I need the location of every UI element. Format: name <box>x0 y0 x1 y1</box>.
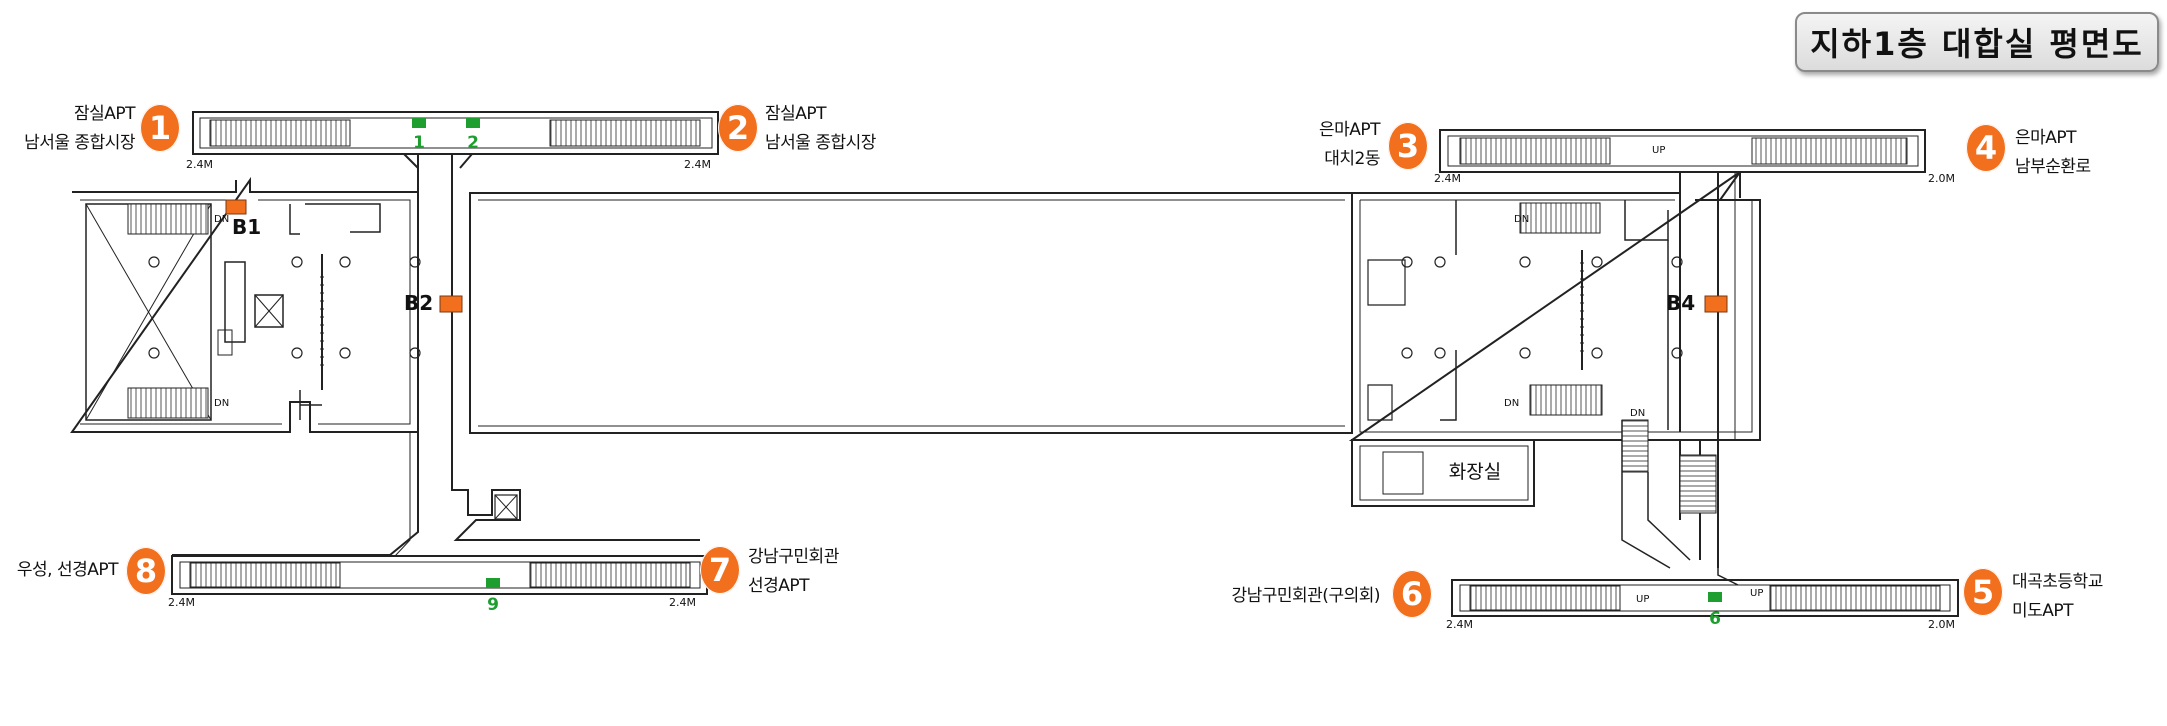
plan-title: 지하1층 대합실 평면도 <box>1795 12 2159 72</box>
exit-3-4-corridor <box>1439 129 1926 173</box>
gate-label-1: 1 <box>413 133 425 153</box>
gate-marker-6 <box>1708 592 1722 602</box>
booth-b1-label: B1 <box>232 215 261 239</box>
gate-marker-9 <box>486 578 500 588</box>
exit-2-badge: 2 <box>718 104 758 152</box>
stair-dn-5: DN <box>1630 408 1645 419</box>
booth-b4-marker <box>1704 295 1728 313</box>
width-exit-8: 2.4M <box>168 596 195 609</box>
stair-up-2: UP <box>1636 594 1649 605</box>
gate-markers <box>412 118 1722 602</box>
exit-7-badge: 7 <box>700 546 740 594</box>
booth-b2-marker <box>439 295 463 313</box>
exit-3-badge: 3 <box>1388 122 1428 170</box>
left-concourse-wall <box>70 176 419 433</box>
stair-dn-4: DN <box>1504 398 1519 409</box>
exit-8-label: 우성, 선경APT <box>16 560 119 580</box>
booth-b1-marker <box>225 199 247 215</box>
connecting-passage <box>469 192 1353 434</box>
gate-label-2: 2 <box>467 133 479 153</box>
width-exit-7: 2.4M <box>669 596 696 609</box>
restroom-block <box>1351 439 1535 507</box>
stair-dn-3: DN <box>1514 214 1529 225</box>
exit-1-badge: 1 <box>140 104 180 152</box>
stair-up-1: UP <box>1652 145 1665 156</box>
exit-6-badge: 6 <box>1392 570 1432 618</box>
exit-5-6-corridor <box>1451 579 1959 617</box>
gate-label-9: 9 <box>487 595 499 615</box>
booth-b2-label: B2 <box>404 291 433 315</box>
exit-5-badge: 5 <box>1963 568 2003 616</box>
exit-4-badge: 4 <box>1966 124 2006 172</box>
booth-b4-label: B4 <box>1666 291 1695 315</box>
width-exit-3: 2.4M <box>1434 172 1461 185</box>
stair-dn-1: DN <box>214 214 229 225</box>
exit-6-label: 강남구민회관(구의회) <box>1231 586 1380 606</box>
width-exit-4: 2.0M <box>1928 172 1955 185</box>
gate-marker-2 <box>466 118 480 128</box>
width-exit-2: 2.4M <box>684 158 711 171</box>
stair-up-3: UP <box>1750 588 1763 599</box>
gate-label-6: 6 <box>1709 609 1721 629</box>
width-exit-1: 2.4M <box>186 158 213 171</box>
stair-dn-2: DN <box>214 398 229 409</box>
gate-marker-1 <box>412 118 426 128</box>
width-exit-5: 2.0M <box>1928 618 1955 631</box>
width-exit-6: 2.4M <box>1446 618 1473 631</box>
restroom-label: 화장실 <box>1449 461 1501 483</box>
exit-8-badge: 8 <box>126 547 166 595</box>
